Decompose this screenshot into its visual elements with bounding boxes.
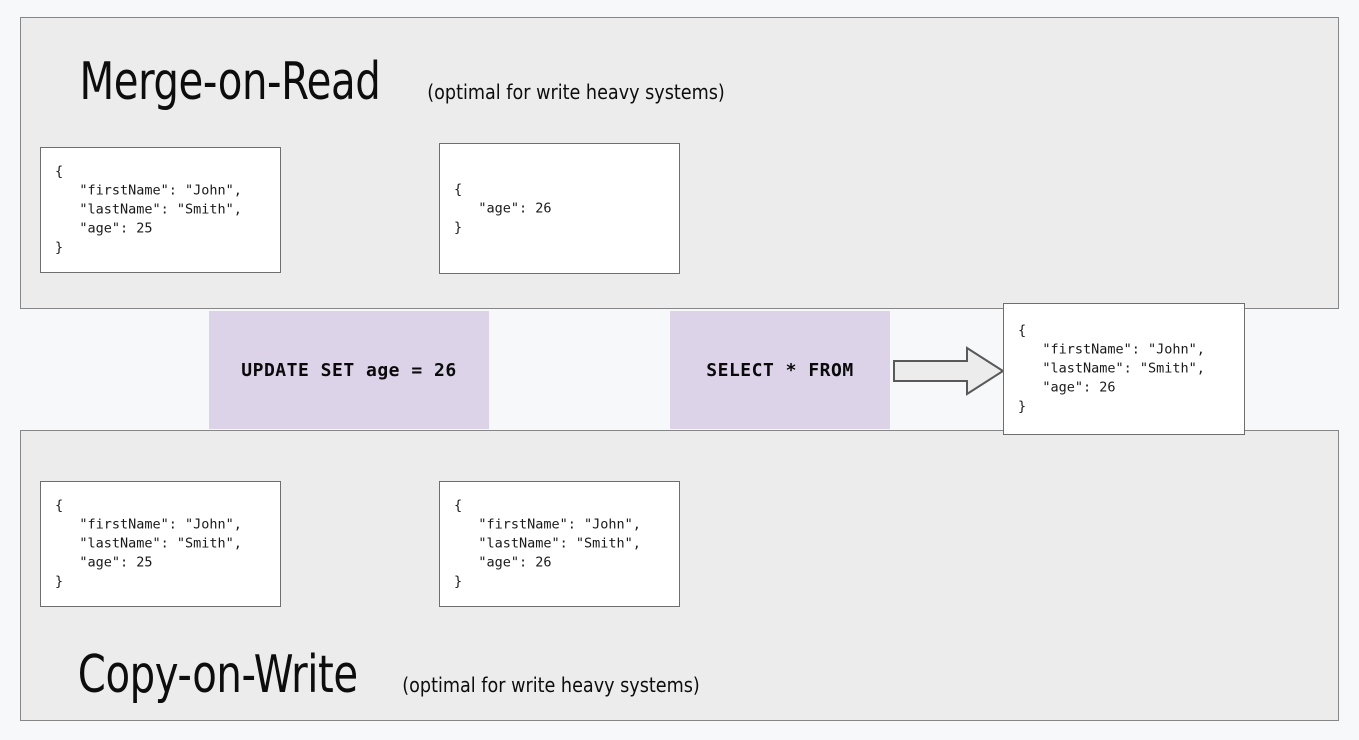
update-operation-label: UPDATE SET age = 26 bbox=[241, 359, 457, 381]
merge-on-read-subtitle: (optimal for write heavy systems) bbox=[427, 80, 725, 104]
copy-on-write-base-record-code: { "firstName": "John", "lastName": "Smit… bbox=[55, 497, 242, 590]
copy-on-write-new-record-box: { "firstName": "John", "lastName": "Smit… bbox=[439, 481, 680, 607]
select-operation-band: SELECT * FROM bbox=[670, 311, 890, 429]
copy-on-write-base-record-box: { "firstName": "John", "lastName": "Smit… bbox=[40, 481, 281, 607]
merge-on-read-title: Merge-on-Read bbox=[79, 52, 381, 112]
query-result-record-box: { "firstName": "John", "lastName": "Smit… bbox=[1003, 303, 1245, 435]
update-operation-band: UPDATE SET age = 26 bbox=[209, 311, 489, 429]
right-block-arrow-icon bbox=[893, 346, 1005, 396]
select-operation-label: SELECT * FROM bbox=[706, 359, 854, 381]
copy-on-write-heading: Copy-on-Write (optimal for write heavy s… bbox=[55, 645, 721, 705]
copy-on-write-new-record-code: { "firstName": "John", "lastName": "Smit… bbox=[454, 497, 641, 590]
merge-on-read-base-record-code: { "firstName": "John", "lastName": "Smit… bbox=[55, 163, 242, 256]
copy-on-write-subtitle: (optimal for write heavy systems) bbox=[402, 673, 701, 697]
merge-on-read-delta-record-code: { "age": 26 } bbox=[454, 181, 552, 235]
copy-on-write-title: Copy-on-Write bbox=[77, 645, 358, 705]
merge-on-read-delta-record-box: { "age": 26 } bbox=[439, 143, 680, 274]
flow-arrow bbox=[893, 345, 1005, 397]
operations-band-row: UPDATE SET age = 26 SELECT * FROM bbox=[0, 311, 1359, 429]
query-result-record-code: { "firstName": "John", "lastName": "Smit… bbox=[1018, 322, 1205, 415]
merge-on-read-base-record-box: { "firstName": "John", "lastName": "Smit… bbox=[40, 147, 281, 273]
merge-on-read-heading: Merge-on-Read (optimal for write heavy s… bbox=[55, 52, 745, 112]
